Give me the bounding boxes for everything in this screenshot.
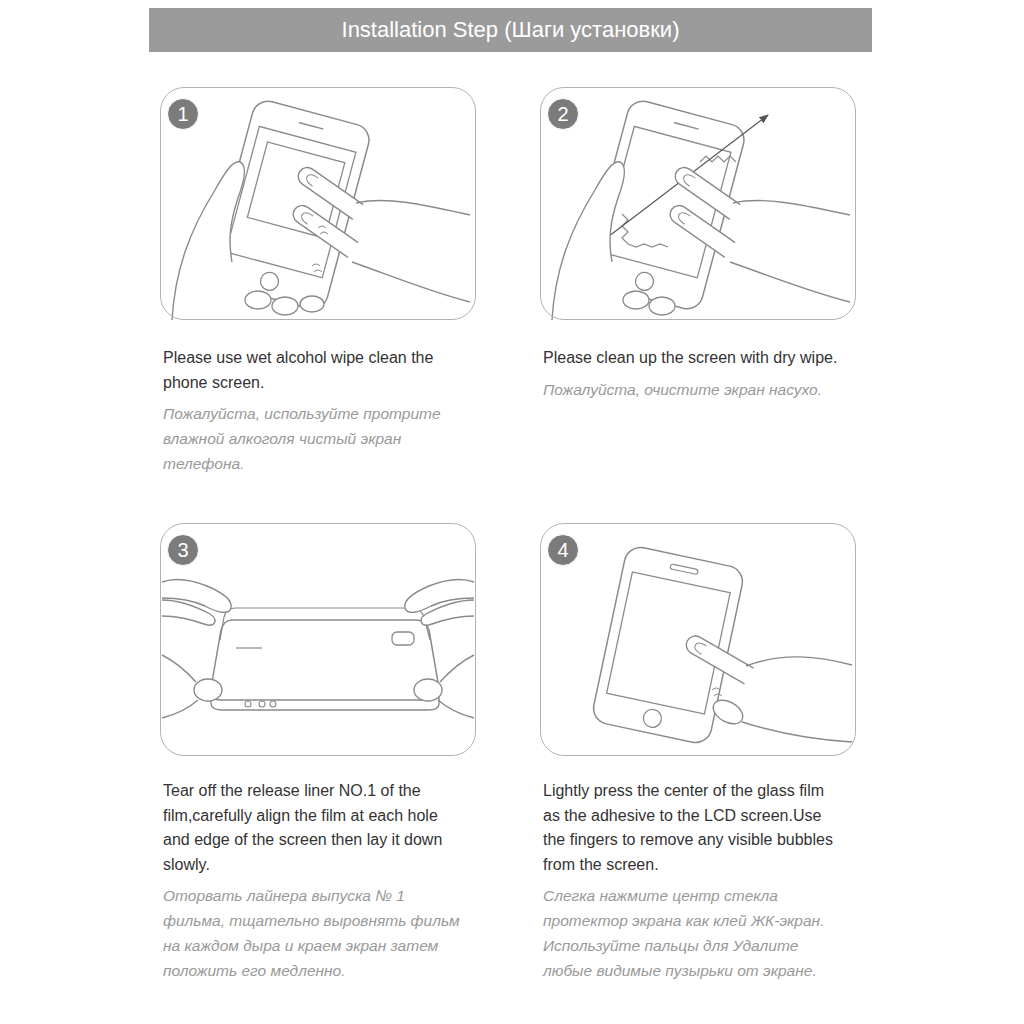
step-number-badge: 2 — [547, 98, 579, 130]
panel-frame — [160, 87, 476, 320]
title-band: Installation Step (Шаги установки) — [149, 8, 872, 52]
step2-illustration — [552, 162, 630, 320]
step2-illustration — [622, 214, 668, 247]
step2-illustration — [552, 98, 850, 320]
step4-illustration — [670, 564, 698, 575]
step2-illustration — [728, 199, 850, 302]
instruction-text: Please clean up the screen with dry wipe… — [543, 346, 843, 371]
step3-illustration — [236, 608, 430, 640]
instruction-translation: Оторвать лайнера выпуска № 1 фильма, тща… — [163, 883, 463, 983]
step-number-badge: 4 — [547, 534, 579, 566]
step1-illustration — [352, 262, 470, 302]
caption-block: Please use wet alcohol wipe clean the ph… — [160, 87, 463, 476]
step1-illustration — [172, 162, 250, 320]
step4-illustration — [712, 688, 722, 696]
step2-illustration — [623, 291, 649, 309]
step-number: 2 — [557, 104, 568, 124]
step1-illustration — [172, 98, 470, 320]
step1-illustration — [172, 162, 244, 320]
step1-illustration — [300, 296, 324, 312]
step3-illustration — [270, 701, 276, 707]
step3-illustration — [392, 632, 414, 645]
step3-illustration — [162, 579, 231, 718]
step1-illustration — [245, 291, 271, 309]
step3-illustration — [245, 701, 251, 707]
step4-illustration — [742, 722, 852, 742]
step4-illustration — [709, 695, 747, 728]
step3-illustration — [211, 694, 439, 710]
instruction-text: Tear off the release liner NO.1 of the f… — [163, 779, 463, 877]
step2-illustration — [733, 201, 850, 215]
step4-illustration — [746, 657, 852, 666]
step1-illustration — [272, 297, 298, 315]
step3-illustration — [259, 701, 265, 707]
step2-illustration — [730, 262, 850, 302]
caption-block: Tear off the release liner NO.1 of the f… — [160, 523, 463, 983]
step3-illustration — [211, 620, 440, 700]
panel-frame — [540, 87, 856, 320]
instruction-translation: Пожалуйста, используйте протрите влажной… — [163, 401, 463, 476]
caption-block: Lightly press the center of the glass fi… — [540, 523, 843, 983]
step4-illustration — [683, 633, 753, 684]
step1-illustration — [312, 226, 328, 272]
step4-illustration — [642, 708, 663, 729]
step-number: 4 — [557, 540, 568, 560]
step-panel: Please clean up the screen with dry wipe… — [540, 87, 856, 402]
step1-illustration — [350, 199, 470, 302]
step-number: 1 — [177, 104, 188, 124]
instruction-translation: Слегка нажмите центр стекла протектор эк… — [543, 883, 843, 983]
step2-illustration — [667, 202, 735, 257]
step-panel: Please use wet alcohol wipe clean the ph… — [160, 87, 476, 476]
step-panel: Tear off the release liner NO.1 of the f… — [160, 523, 476, 983]
title-text: Installation Step (Шаги установки) — [149, 8, 872, 52]
step2-illustration — [649, 297, 675, 315]
panel-frame — [160, 523, 476, 756]
step2-illustration — [552, 162, 624, 320]
step1-illustration — [356, 201, 470, 215]
step-number: 3 — [177, 540, 188, 560]
step3-illustration — [405, 579, 474, 718]
caption-block: Please clean up the screen with dry wipe… — [540, 87, 843, 402]
step2-illustration — [700, 156, 736, 162]
step1-illustration — [290, 202, 358, 257]
instruction-text: Lightly press the center of the glass fi… — [543, 779, 843, 877]
step4-illustration — [607, 572, 731, 714]
step-number-badge: 1 — [167, 98, 199, 130]
step-number-badge: 3 — [167, 534, 199, 566]
panel-frame — [540, 523, 856, 756]
step-panel: Lightly press the center of the glass fi… — [540, 523, 856, 983]
instruction-text: Please use wet alcohol wipe clean the ph… — [163, 346, 463, 395]
step4-illustration — [742, 655, 852, 742]
step4-illustration — [591, 544, 852, 745]
step3-illustration — [236, 647, 262, 648]
instruction-translation: Пожалуйста, очистите экран насухо. — [543, 377, 843, 402]
step3-illustration — [162, 579, 474, 718]
